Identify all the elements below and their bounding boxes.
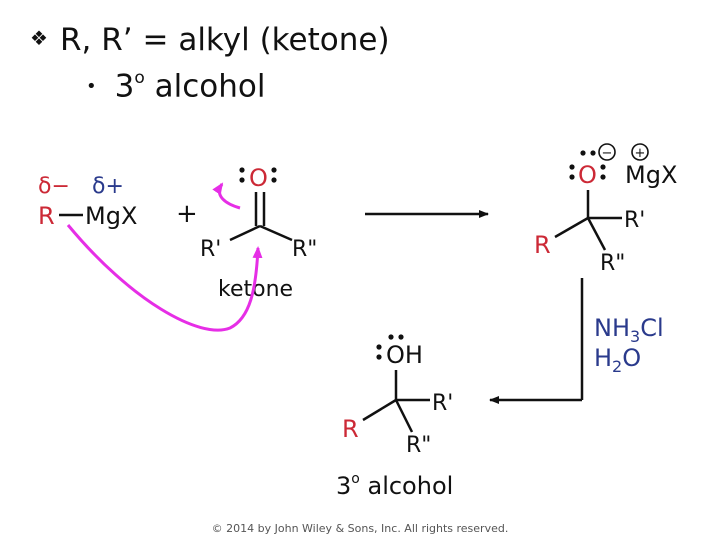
ketone-molecule: O R' R" ketone [200, 164, 317, 302]
alkoxide-r-prime-label: R' [624, 208, 645, 233]
lone-pair-dot [398, 334, 404, 340]
product-r-double-prime-label: R" [406, 433, 431, 458]
lone-pair-dot [569, 174, 575, 180]
ketone-r-prime-label: R' [200, 237, 221, 262]
heading-text: R, R’ = alkyl (ketone) [60, 22, 390, 58]
reagent-ammonium-chloride: NH3Cl [594, 314, 664, 346]
curved-arrow-to-oxygen [212, 182, 241, 210]
product-r-label: R [342, 415, 359, 443]
lone-pair-dot [590, 150, 596, 156]
sub-bullet-number: 3 [114, 68, 135, 105]
grignard-r-label: R [38, 202, 55, 230]
alkoxide-mgx-label: MgX [625, 161, 677, 189]
sub-bullet-degree: o [134, 68, 145, 88]
lone-pair-dot [569, 164, 575, 170]
sub-bullet-line: • 3o alcohol [86, 68, 265, 105]
grignard-reagent: δ− δ+ R MgX [38, 174, 137, 230]
sub-bullet-suffix: alcohol [144, 68, 266, 105]
copyright-notice: © 2014 by John Wiley & Sons, Inc. All ri… [211, 522, 509, 535]
c-r-double-prime-bond [586, 217, 607, 251]
c-r-bond [362, 398, 397, 422]
c-r-bond [554, 216, 589, 239]
delta-plus-label: δ+ [92, 174, 124, 199]
c-r-prime-bond [229, 224, 261, 242]
c-r-double-prime-bond [394, 399, 414, 433]
alkoxide-intermediate: O − + MgX R' R R" [534, 143, 677, 276]
minus-charge-sign: − [602, 146, 613, 161]
product-r-prime-label: R' [432, 391, 453, 416]
grignard-mgx-label: MgX [85, 202, 137, 230]
plus-charge-circle [631, 143, 649, 161]
c-r-double-prime-bond [259, 224, 293, 242]
product-oh-label: OH [386, 341, 423, 369]
ketone-oxygen-label: O [249, 164, 268, 192]
product-name-label: 3o alcohol [336, 471, 453, 500]
lone-pair-dot [271, 167, 277, 173]
lone-pair-dot [376, 344, 382, 350]
lone-pair-dot [376, 354, 382, 360]
sub-bullet-dot: • [86, 75, 97, 97]
alcohol-product: OH R' R R" 3o alcohol [336, 334, 453, 500]
lone-pair-dot [239, 167, 245, 173]
delta-minus-label: δ− [38, 174, 70, 199]
lone-pair-dot [271, 177, 277, 183]
plus-sign: + [176, 199, 198, 229]
alkoxide-oxygen-label: O [578, 161, 597, 189]
alkoxide-r-double-prime-label: R" [600, 251, 625, 276]
heading-line: ❖ R, R’ = alkyl (ketone) [30, 22, 390, 58]
lone-pair-dot [239, 177, 245, 183]
minus-charge-circle [598, 143, 616, 161]
alkoxide-r-label: R [534, 231, 551, 259]
ketone-r-double-prime-label: R" [292, 237, 317, 262]
lone-pair-dot [600, 174, 606, 180]
reagent-water: H2O [594, 344, 641, 376]
plus-charge-sign: + [635, 146, 646, 161]
diamond-bullet-icon: ❖ [30, 26, 48, 50]
lone-pair-dot [600, 164, 606, 170]
lone-pair-dot [388, 334, 394, 340]
lone-pair-dot [580, 150, 586, 156]
curved-arrow-to-carbon [66, 224, 263, 332]
